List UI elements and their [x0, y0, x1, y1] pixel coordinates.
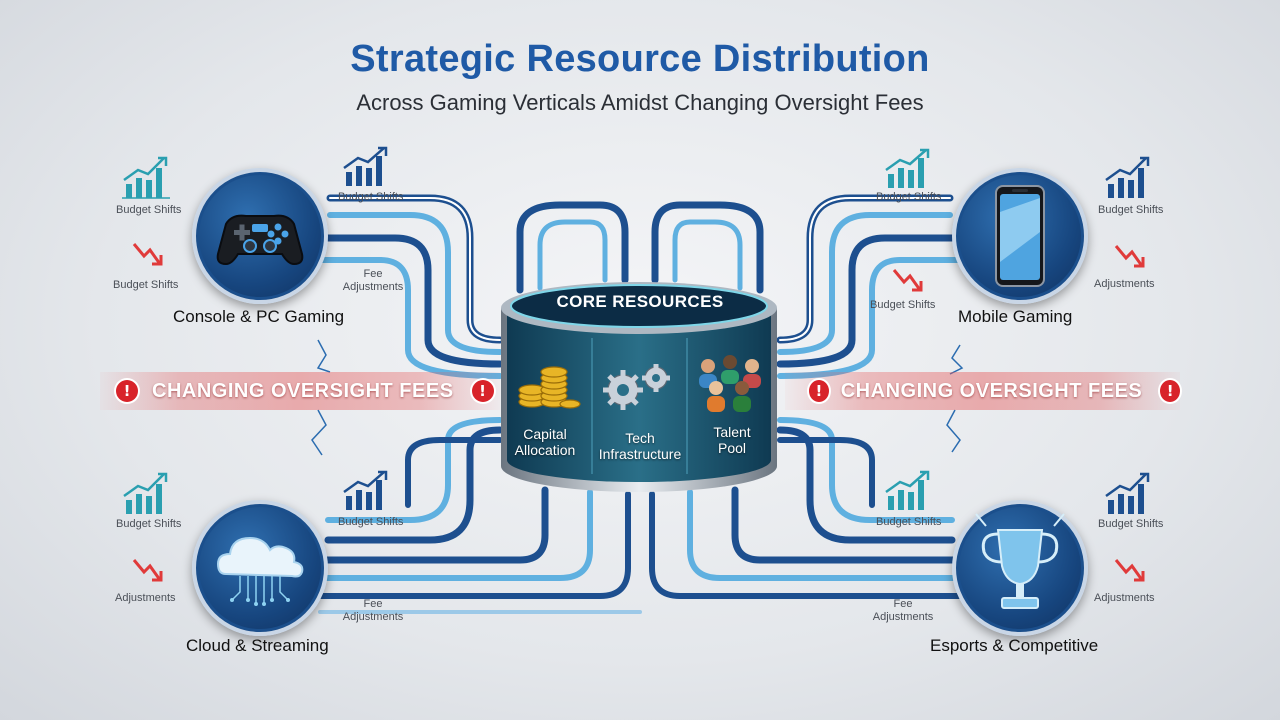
cloud-icon [216, 536, 304, 606]
cloud-line-up-label: Budget Shifts [338, 516, 404, 528]
esports-fee-label-line2: Adjustments [872, 611, 934, 623]
people-icon [699, 355, 761, 412]
core-resource-talent: Talent Pool [692, 424, 772, 456]
gamepad-icon [216, 214, 304, 266]
esports-side-up-label: Budget Shifts [1098, 518, 1164, 530]
console-side-up-label: Budget Shifts [116, 204, 182, 216]
alert-icon: ! [116, 380, 138, 402]
trophy-icon [975, 513, 1065, 609]
trend-up-icon [343, 146, 388, 186]
oversight-banner-right-text: CHANGING OVERSIGHT FEES [840, 379, 1143, 402]
mobile-side-down-label: Adjustments [1094, 278, 1155, 290]
esports-fee-label-line1: Fee [893, 598, 913, 610]
core-resource-talent-line1: Talent [713, 424, 751, 440]
trend-up-icon [1105, 472, 1150, 514]
core-resource-capital-line2: Allocation [514, 442, 576, 458]
core-resource-tech: Tech Infrastructure [590, 430, 690, 462]
trend-up-icon [343, 470, 388, 510]
core-resources-cylinder [501, 282, 777, 492]
trend-up-icon [122, 156, 170, 199]
node-esports-label: Esports & Competitive [930, 636, 1099, 655]
esports-side-down-label: Adjustments [1094, 592, 1155, 604]
trend-down-icon [132, 559, 163, 582]
node-esports [952, 500, 1088, 636]
core-resource-tech-line1: Tech [625, 430, 655, 446]
core-resource-capital-line1: Capital [523, 426, 567, 442]
console-side-down-label: Budget Shifts [113, 279, 179, 291]
cloud-fee-label-line1: Fee [363, 598, 383, 610]
cloud-fee-label: Fee Adjustments [328, 598, 418, 624]
trend-down-icon [132, 243, 163, 266]
alert-icon: ! [471, 380, 494, 402]
trend-up-icon [1105, 156, 1150, 198]
core-resource-talent-line2: Pool [717, 440, 747, 456]
cloud-side-up-label: Budget Shifts [116, 518, 182, 530]
node-cloud [192, 500, 328, 636]
alert-icon: ! [1160, 380, 1180, 402]
cloud-side-down-label: Adjustments [115, 592, 176, 604]
node-console-pc-label: Console & PC Gaming [173, 307, 345, 326]
node-cloud-label: Cloud & Streaming [186, 636, 329, 655]
esports-fee-label: Fee Adjustments [858, 598, 948, 624]
core-resources-title: CORE RESOURCES [556, 292, 724, 311]
oversight-banner-left: ! CHANGING OVERSIGHT FEES ! [100, 372, 500, 410]
trend-down-icon [1114, 559, 1145, 582]
mobile-side-up-label: Budget Shifts [1098, 204, 1164, 216]
core-resource-tech-line2: Infrastructure [598, 446, 682, 462]
page-subtitle: Across Gaming Verticals Amidst Changing … [356, 90, 924, 115]
page-title: Strategic Resource Distribution [350, 38, 930, 80]
gears-icon [603, 364, 670, 410]
mobile-line-down-label: Budget Shifts [870, 299, 936, 311]
console-line-up-label: Budget Shifts [338, 191, 404, 203]
trend-down-icon [1114, 245, 1145, 268]
console-fee-label-line2: Adjustments [342, 281, 404, 293]
core-resource-capital: Capital Allocation [505, 426, 585, 458]
oversight-banner-right: ! CHANGING OVERSIGHT FEES ! [785, 372, 1180, 410]
smartphone-icon [995, 185, 1045, 287]
console-fee-label-line1: Fee [363, 268, 383, 280]
console-fee-label: Fee Adjustments [328, 268, 418, 294]
cloud-fee-label-line2: Adjustments [342, 611, 404, 623]
alert-icon: ! [809, 380, 829, 402]
trend-up-icon [885, 470, 930, 510]
trend-up-icon [123, 472, 168, 514]
trend-up-icon [885, 148, 930, 188]
esports-line-up-label: Budget Shifts [876, 516, 942, 528]
mobile-line-up-label: Budget Shifts [876, 191, 942, 203]
oversight-banner-left-text: CHANGING OVERSIGHT FEES [152, 379, 454, 402]
trend-down-icon [892, 269, 923, 292]
node-mobile [952, 168, 1088, 304]
coins-icon [518, 366, 581, 409]
node-mobile-label: Mobile Gaming [958, 307, 1073, 326]
node-console-pc [192, 168, 328, 304]
